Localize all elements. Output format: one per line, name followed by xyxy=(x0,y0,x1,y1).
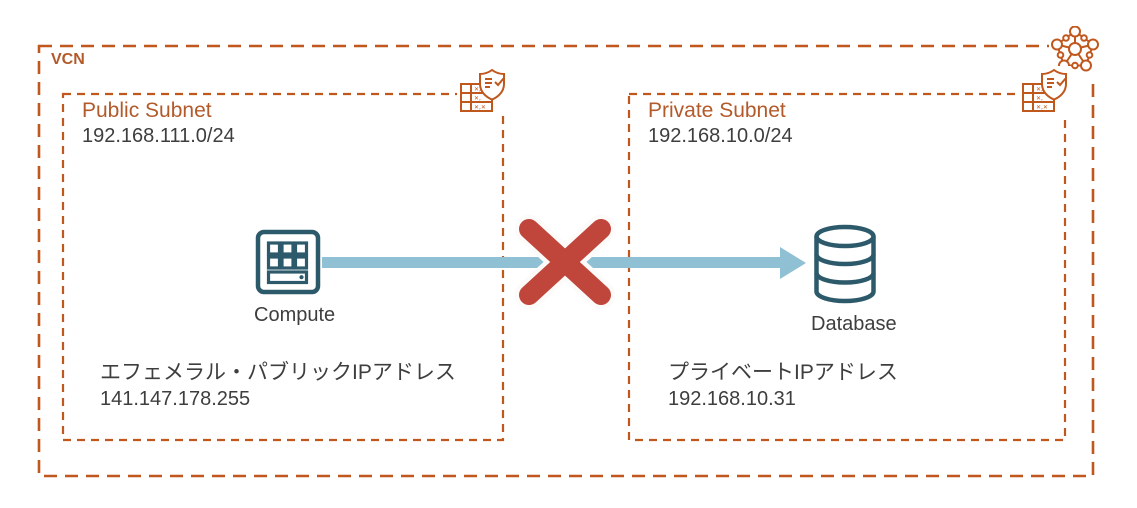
compute-icon xyxy=(255,229,321,295)
svg-text:✕,✕: ✕,✕ xyxy=(1036,104,1048,111)
blocked-x-icon xyxy=(514,212,616,312)
public-subnet-title: Public Subnet xyxy=(82,99,212,122)
private-ip-info: プライベートIPアドレス 192.168.10.31 xyxy=(668,359,898,413)
svg-text:✕,✕: ✕,✕ xyxy=(474,104,486,111)
connection-arrow-head xyxy=(780,247,806,279)
private-subnet-title: Private Subnet xyxy=(648,99,786,122)
vcn-boundary xyxy=(37,44,1095,478)
route-table-security-list-icon: ✕, ✕, ✕,✕ xyxy=(1019,66,1071,116)
public-ip-label: エフェメラル・パブリックIPアドレス xyxy=(100,361,456,384)
public-subnet-cidr: 192.168.111.0/24 xyxy=(82,125,235,147)
compute-node: Compute xyxy=(254,229,336,326)
database-label: Database xyxy=(811,313,897,335)
database-icon xyxy=(814,224,876,304)
private-ip-value: 192.168.10.31 xyxy=(668,388,796,410)
svg-text:✕,: ✕, xyxy=(1036,86,1043,93)
svg-text:✕,: ✕, xyxy=(474,86,481,93)
private-subnet-cidr: 192.168.10.0/24 xyxy=(648,125,793,147)
compute-label: Compute xyxy=(254,304,336,326)
private-ip-label: プライベートIPアドレス xyxy=(668,361,898,384)
vcn-label: VCN xyxy=(51,51,85,68)
svg-text:✕,: ✕, xyxy=(1036,95,1043,102)
database-node: Database xyxy=(811,224,897,335)
public-ip-info: エフェメラル・パブリックIPアドレス 141.147.178.255 xyxy=(100,359,456,413)
public-ip-value: 141.147.178.255 xyxy=(100,388,251,410)
svg-text:✕,: ✕, xyxy=(474,95,481,102)
route-table-security-list-icon: ✕, ✕, ✕,✕ xyxy=(457,66,509,116)
